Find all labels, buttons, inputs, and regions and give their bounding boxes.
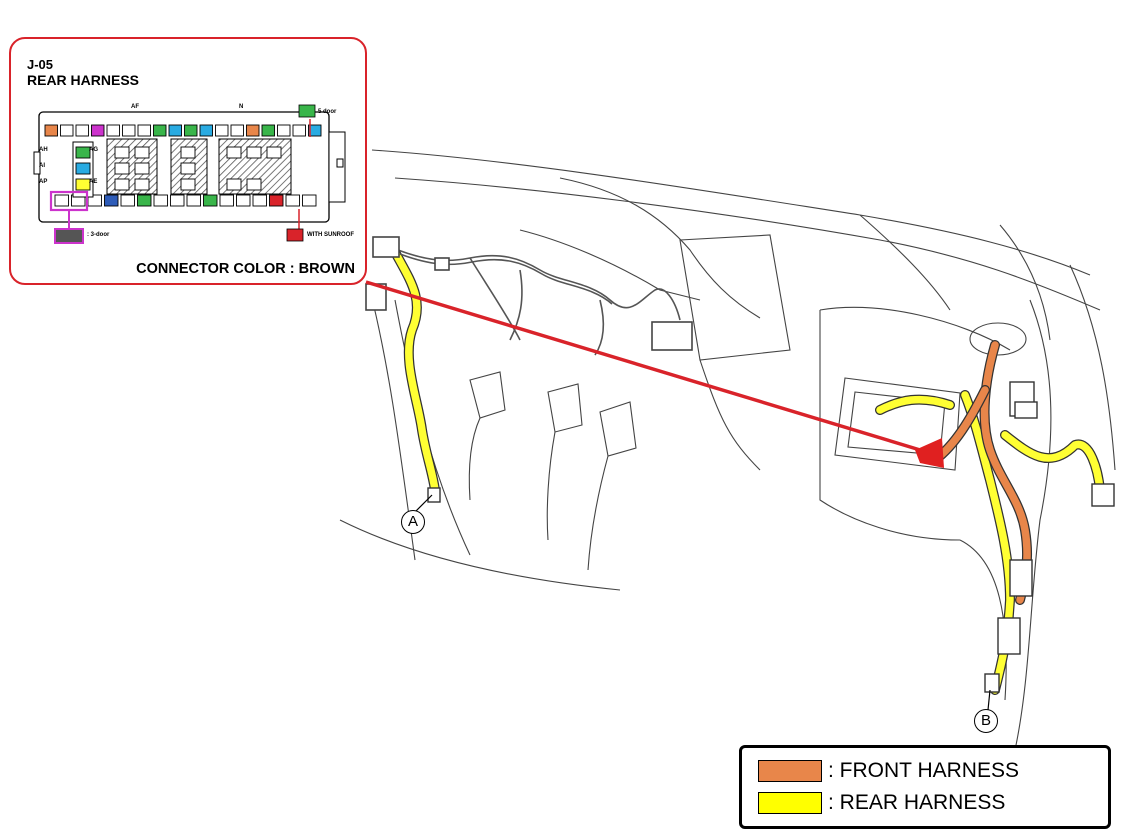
bottom-pin-row — [54, 194, 317, 207]
connector-pin — [292, 124, 306, 137]
legend-swatch-front — [758, 760, 822, 782]
connector-pin — [122, 124, 136, 137]
connector-pin — [153, 124, 167, 137]
connector-pin — [277, 124, 291, 137]
harness-connectors — [427, 381, 1115, 693]
marker-b: B — [974, 709, 998, 733]
sunroof-pin — [286, 228, 304, 242]
connector-pin — [236, 194, 251, 207]
connector-pin — [252, 194, 267, 207]
connector-pin — [186, 194, 201, 207]
connector-pin — [153, 194, 168, 207]
connector-pin — [184, 124, 198, 137]
inset-title: REAR HARNESS — [27, 72, 140, 88]
connector-pin — [106, 124, 120, 137]
connector-pin — [170, 194, 185, 207]
connector-color-label: CONNECTOR COLOR : BROWN — [136, 261, 355, 277]
connector-pointer-line — [365, 280, 941, 458]
three-door-pin — [54, 228, 84, 244]
connector-pin — [137, 124, 151, 137]
connector-pin — [219, 194, 234, 207]
connector-pin — [203, 194, 218, 207]
connector-pin — [104, 194, 119, 207]
connector-pin — [137, 194, 152, 207]
five-door-pin — [298, 104, 316, 118]
connector-pin — [91, 124, 105, 137]
sunroof-note: WITH SUNROOF — [307, 232, 354, 238]
connector-pin — [261, 124, 275, 137]
pin-label-ah: AH — [39, 147, 48, 153]
connector-pin — [285, 194, 300, 207]
connector-pin — [230, 124, 244, 137]
connector-pin — [168, 124, 182, 137]
pin-label-ae: AE — [89, 179, 98, 185]
pin-label-ai: AI — [39, 163, 45, 169]
marker-leaders — [414, 494, 991, 711]
connector-pin — [120, 194, 135, 207]
legend: : FRONT HARNESS : REAR HARNESS — [739, 745, 1111, 829]
connector-pin — [199, 124, 213, 137]
legend-label-front: : FRONT HARNESS — [828, 759, 1019, 782]
legend-swatch-rear — [758, 792, 822, 814]
legend-item-rear: : REAR HARNESS — [758, 790, 1005, 816]
five-door-note: 5 door — [318, 109, 337, 115]
dashboard-harness — [365, 236, 693, 356]
pin-label-ap: AP — [39, 179, 48, 185]
connector-pin — [44, 124, 58, 137]
connector-pin — [60, 124, 74, 137]
connector-pin — [308, 124, 322, 137]
legend-item-front: : FRONT HARNESS — [758, 758, 1019, 784]
legend-label-rear: : REAR HARNESS — [828, 791, 1006, 814]
top-pin-row — [44, 124, 322, 137]
pin-label-n: N — [239, 104, 244, 110]
connector-inset: J-05 REAR HARNESS — [9, 37, 367, 285]
connector-pointer-highlight — [915, 438, 944, 468]
connector-pin — [215, 124, 229, 137]
marker-a: A — [401, 510, 425, 534]
connector-code: J-05 — [27, 57, 54, 72]
connector-face — [33, 104, 346, 244]
connector-pin — [302, 194, 317, 207]
pin-label-af: AF — [131, 104, 139, 110]
connector-pin — [269, 194, 284, 207]
three-door-note: : 3-door — [87, 232, 110, 238]
connector-pin — [246, 124, 260, 137]
pin-label-ag: AG — [89, 147, 98, 153]
connector-pin — [75, 124, 89, 137]
connector-pin — [54, 194, 69, 207]
mid-pin-cells — [75, 146, 282, 191]
rear-harness — [390, 247, 1105, 695]
